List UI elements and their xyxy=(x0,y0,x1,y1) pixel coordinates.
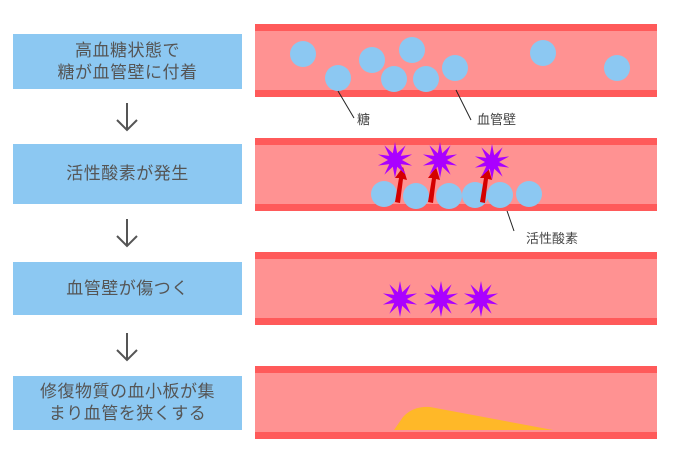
step-1-line-1: 高血糖状態で xyxy=(75,40,180,61)
red-arrow-icon xyxy=(480,167,492,203)
vessel-wall-bottom xyxy=(255,90,657,97)
step-box-4: 修復物質の血小板が集 まり血管を狭くする xyxy=(13,376,242,430)
sugar-particle xyxy=(381,66,407,92)
step-box-1: 高血糖状態で 糖が血管壁に付着 xyxy=(13,34,242,89)
step-1-line-2: 糖が血管壁に付着 xyxy=(57,62,198,83)
active-oxygen-starburst-icon xyxy=(423,281,459,317)
step-box-3: 血管壁が傷つく xyxy=(13,262,242,315)
step-2-line-1: 活性酸素が発生 xyxy=(66,164,189,184)
vessel-panel-2 xyxy=(255,138,657,211)
step-3-line-1: 血管壁が傷つく xyxy=(66,278,189,299)
vessel-wall-label: 血管壁 xyxy=(477,113,517,128)
sugar-particle xyxy=(325,65,351,91)
sugar-particle xyxy=(413,66,439,92)
step-4-line-2: まり血管を狭くする xyxy=(48,404,207,424)
sugar-particle xyxy=(442,55,468,81)
sugar-particle xyxy=(530,40,556,66)
down-arrow-icon xyxy=(116,333,138,362)
sugar-label: 糖 xyxy=(357,113,371,128)
active-oxygen-label: 活性酸素 xyxy=(526,232,579,247)
sugar-particle xyxy=(436,183,462,209)
vessel-wall-top xyxy=(255,366,657,373)
sugar-particle xyxy=(290,41,316,67)
step-4-line-1: 修復物質の血小板が集 xyxy=(40,382,215,402)
vessel-wall-top xyxy=(255,252,657,259)
vessel-wall-bottom xyxy=(255,432,657,439)
platelet-plaque xyxy=(394,406,553,430)
down-arrow-icon xyxy=(116,219,138,248)
sugar-particle xyxy=(399,37,425,63)
red-arrow-icon xyxy=(395,167,407,203)
step-box-2: 活性酸素が発生 xyxy=(13,144,242,204)
down-arrow-icon xyxy=(116,103,138,132)
active-oxygen-starburst-icon xyxy=(463,281,499,317)
vessel-panel-1 xyxy=(255,24,657,97)
vessel-panel-3 xyxy=(255,252,657,325)
active-oxygen-starburst-icon xyxy=(382,281,418,317)
active-oxygen-starburst-icon xyxy=(422,142,458,178)
sugar-particle xyxy=(403,183,429,209)
vessel-wall-top xyxy=(255,138,657,145)
active-oxygen-starburst-icon xyxy=(377,142,413,178)
vessel-panel-4 xyxy=(255,366,657,439)
red-arrow-icon xyxy=(428,167,440,203)
sugar-particle xyxy=(604,55,630,81)
sugar-particle xyxy=(516,181,542,207)
vessel-wall-bottom xyxy=(255,318,657,325)
vessel-lumen xyxy=(255,252,657,325)
vessel-wall-bottom xyxy=(255,204,657,211)
sugar-particle xyxy=(359,47,385,73)
sugar-particle xyxy=(371,181,397,207)
sugar-particle xyxy=(487,182,513,208)
active-oxygen-starburst-icon xyxy=(474,144,510,180)
vessel-wall-top xyxy=(255,24,657,31)
